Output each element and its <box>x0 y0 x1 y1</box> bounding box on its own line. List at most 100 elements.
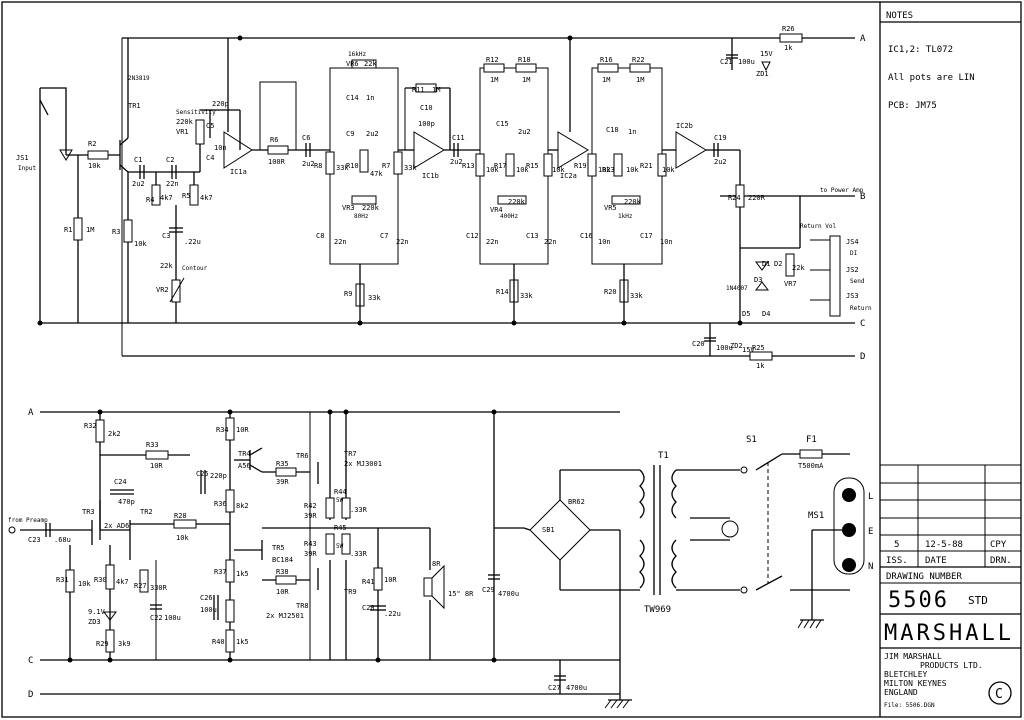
label-s1: S1 <box>746 435 757 445</box>
label-earth: E <box>868 527 873 537</box>
label-c27: C27 <box>548 684 561 692</box>
label-c26-value: 100u <box>200 606 217 614</box>
label-vr4-value: 220k <box>508 198 526 206</box>
label-r17-value: 10k <box>516 166 529 174</box>
label-r3-value: 10k <box>134 240 147 248</box>
label-vr7-value: 22k <box>792 264 805 272</box>
power-amp-labels: R32 2k2 R33 10R C24 470p TR3 TR2 2x AD6 … <box>8 422 873 692</box>
label-r16: R16 <box>600 56 613 64</box>
label-c24-value: 470p <box>118 498 135 506</box>
label-c10: C10 <box>420 104 433 112</box>
label-vr7: VR7 <box>784 280 797 288</box>
label-vr4-freq: 400Hz <box>500 213 518 220</box>
label-t1: T1 <box>658 451 669 461</box>
label-c28: C28 <box>362 604 375 612</box>
label-r13: R13 <box>462 162 475 170</box>
label-r4: R4 <box>146 196 154 204</box>
label-c29-value: 4700u <box>498 590 519 598</box>
label-r14-value: 33k <box>520 292 533 300</box>
label-r19-value: 10k <box>598 166 611 174</box>
input-label: Input <box>18 165 36 172</box>
label-c19-value: 2u2 <box>714 158 727 166</box>
label-c18-value: 1n <box>628 128 636 136</box>
label-r45-value: .33R <box>350 550 368 558</box>
return-label: Return <box>850 305 872 312</box>
label-r33-value: 10R <box>150 462 163 470</box>
label-zd1-value: 15V <box>760 50 773 58</box>
notes-line-2: All pots are LIN <box>888 73 975 83</box>
label-transformer-part: TW969 <box>644 605 671 615</box>
label-r28-value: 10k <box>176 534 189 542</box>
label-c7: C7 <box>380 232 388 240</box>
label-c11: C11 <box>452 134 465 142</box>
label-r35-value: 39R <box>276 478 289 486</box>
label-tr4-part: A56 <box>238 462 251 470</box>
company-line-3: BLETCHLEY <box>884 670 928 679</box>
label-br62: BR62 <box>568 498 585 506</box>
label-zd2: ZD2 <box>730 342 743 350</box>
label-c27-value: 4700u <box>566 684 587 692</box>
power-supply <box>523 449 865 709</box>
label-tr1-part: 2N3819 <box>128 75 150 82</box>
label-r18-value: 1M <box>522 76 530 84</box>
label-r30: R30 <box>94 576 107 584</box>
label-r32: R32 <box>84 422 97 430</box>
label-r42-value: 39R <box>304 512 317 520</box>
label-zd1: ZD1 <box>756 70 769 78</box>
label-tr8-tr9-part: 2x MJ2501 <box>266 612 304 620</box>
label-c12: C12 <box>466 232 479 240</box>
revision-table: 5 12-5-88 CPY ISS. DATE DRN. <box>880 464 1021 568</box>
label-c11-value: 2u2 <box>450 158 463 166</box>
notes-heading: NOTES <box>886 11 913 21</box>
label-js3: JS3 <box>846 292 859 300</box>
label-tr6: TR6 <box>296 452 309 460</box>
label-r31-value: 10k <box>78 580 91 588</box>
label-vr3: VR3 <box>342 204 355 212</box>
label-vr4: VR4 <box>490 206 503 214</box>
label-zd2-value: 15V <box>742 346 755 354</box>
label-r25-value: 1k <box>756 362 765 370</box>
label-vr6-freq: 16kHz <box>348 51 366 58</box>
label-r1-value: 1M <box>86 226 94 234</box>
label-r16-value: 1M <box>602 76 610 84</box>
label-tr7: TR7 <box>344 450 357 458</box>
label-c16-value: 10n <box>598 238 611 246</box>
label-r22-value: 1M <box>636 76 644 84</box>
label-vr2: VR2 <box>156 286 169 294</box>
label-tr2: TR2 <box>140 508 153 516</box>
rail-b-label: B <box>860 192 865 202</box>
label-r24-value: 220R <box>748 194 766 202</box>
label-r37-value: 1k5 <box>236 570 249 578</box>
revision-date-label: DATE <box>925 556 947 566</box>
label-c25: C25 <box>196 470 209 478</box>
label-r18: R18 <box>518 56 531 64</box>
label-c4-value: 10n <box>214 144 227 152</box>
label-r42: R42 <box>304 502 317 510</box>
label-c13-value: 22n <box>544 238 557 246</box>
label-c23-value: .68u <box>54 536 71 544</box>
label-r5: R5 <box>182 192 190 200</box>
label-r15: R15 <box>526 162 539 170</box>
label-r34: R34 <box>216 426 229 434</box>
label-r26: R26 <box>782 25 795 33</box>
label-c29: C29 <box>482 586 495 594</box>
drawing-number-block: DRAWING NUMBER 5506 STD MARSHALL JIM MAR… <box>880 572 1021 709</box>
label-vr3-freq: 80Hz <box>354 213 369 220</box>
label-c6-value: 2u2 <box>302 160 315 168</box>
label-c5-value: 220p <box>212 100 229 108</box>
label-r22: R22 <box>632 56 645 64</box>
label-r19: R19 <box>574 162 587 170</box>
label-d3: D3 <box>754 276 762 284</box>
to-power-amp-label: to Power Amp <box>820 187 864 194</box>
label-c12-value: 22n <box>486 238 499 246</box>
label-vr3-value: 220k <box>362 204 380 212</box>
preamp-circuit <box>37 33 841 361</box>
label-c2-value: 22n <box>166 180 179 188</box>
label-r34-value: 10R <box>236 426 249 434</box>
rail-c-label: C <box>860 319 865 329</box>
preamp-component-labels: JS1 Input R2 10k TR1 2N3819 R1 1M R3 10k… <box>16 25 872 370</box>
rail-a-label-lower: A <box>28 408 34 418</box>
drawing-number-label: DRAWING NUMBER <box>886 572 962 582</box>
label-r31: R31 <box>56 576 69 584</box>
